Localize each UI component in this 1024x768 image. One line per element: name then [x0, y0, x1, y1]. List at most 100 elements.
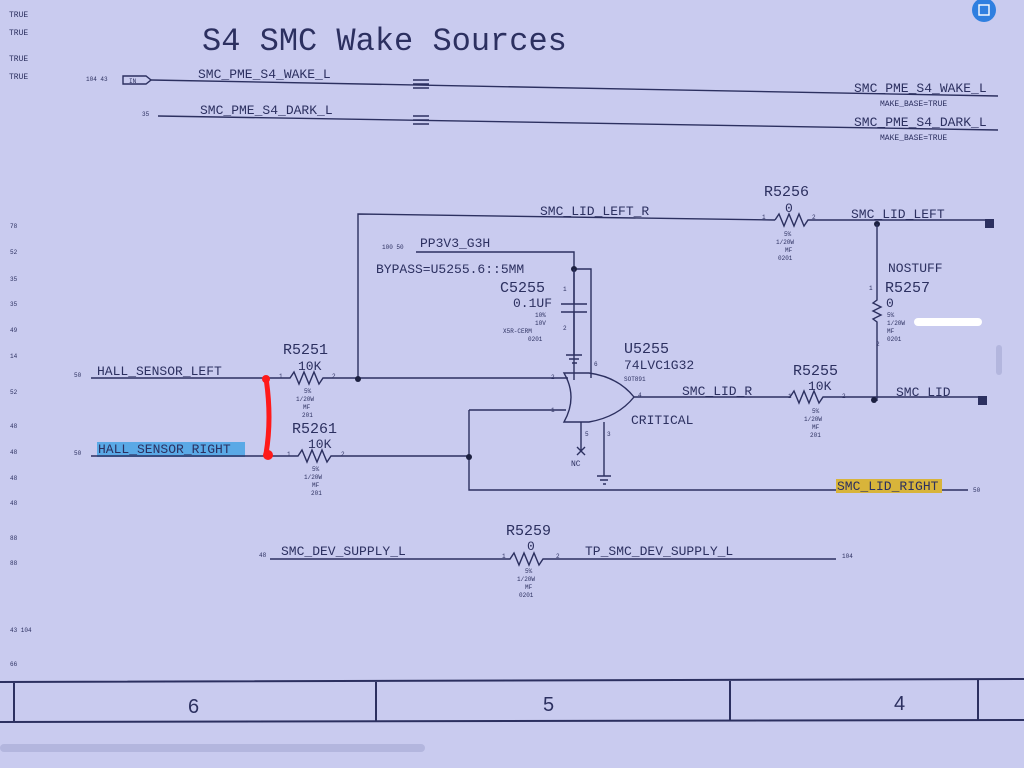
pin: 1 [788, 393, 792, 400]
margin-ref: 88 [10, 535, 18, 542]
offpage-connector-icon [978, 396, 987, 405]
margin-ref: 52 [10, 249, 18, 256]
net-label-wake-right[interactable]: SMC_PME_S4_WAKE_L [854, 81, 987, 96]
junction [871, 397, 877, 403]
spec: MF [303, 404, 311, 411]
component-value: 10K [298, 359, 322, 374]
component-ref[interactable]: R5256 [764, 184, 809, 201]
pin: 2 [876, 341, 880, 348]
pin: 2 [812, 214, 816, 221]
port-label: IN [129, 78, 137, 85]
component-ref[interactable]: U5255 [624, 341, 669, 358]
spec: 1/20W [304, 474, 322, 481]
margin-ref: 14 [10, 353, 18, 360]
bypass-note: BYPASS=U5255.6::5MM [376, 262, 524, 277]
net-ref: 35 [142, 111, 150, 118]
spec: MF [785, 247, 793, 254]
margin-ref: 43 104 [10, 627, 32, 634]
nc-label: NC [571, 460, 581, 469]
bus-break-icon [413, 79, 429, 125]
package: SOT891 [624, 376, 646, 383]
screen-capture-badge-icon[interactable] [972, 0, 996, 22]
text-highlight [97, 442, 245, 457]
net-ref: 48 [259, 552, 267, 559]
component-ref[interactable]: R5255 [793, 363, 838, 380]
pin: 1 [762, 214, 766, 221]
net-label-hall-left[interactable]: HALL_SENSOR_LEFT [97, 364, 222, 379]
vertical-scrollbar[interactable] [996, 345, 1002, 375]
text-highlight [836, 479, 942, 493]
capacitor-icon [561, 269, 587, 364]
margin-ref: 66 [10, 661, 18, 668]
zone-cell: 6 [188, 696, 199, 718]
in-port-icon [122, 75, 153, 85]
flag: TRUE [9, 55, 28, 64]
junction [355, 376, 361, 382]
component-ref[interactable]: R5261 [292, 421, 337, 438]
component-ref[interactable]: R5251 [283, 342, 328, 359]
net-label[interactable]: SMC_LID [896, 385, 951, 400]
junction [466, 454, 472, 460]
margin-ref: 88 [10, 560, 18, 567]
net-label[interactable]: SMC_LID_LEFT [851, 207, 945, 222]
or-gate-icon [562, 372, 635, 423]
net-label-dark[interactable]: SMC_PME_S4_DARK_L [200, 103, 333, 118]
net-label[interactable]: SMC_LID_LEFT_R [540, 204, 649, 219]
spec: 10% [535, 312, 546, 319]
net-ref: 104 [842, 553, 853, 560]
net-attr: MAKE_BASE=TRUE [880, 134, 947, 143]
pin: 4 [638, 392, 642, 399]
net-label-wake[interactable]: SMC_PME_S4_WAKE_L [198, 67, 331, 82]
ground-icon [576, 422, 611, 485]
left-flags: TRUE TRUE TRUE TRUE [9, 11, 28, 82]
zone-cell: 5 [543, 694, 554, 716]
spec: 5% [312, 466, 320, 473]
spec: 1/20W [296, 396, 314, 403]
pin: 1 [287, 451, 291, 458]
pin: 1 [563, 286, 567, 293]
spec: 1/20W [887, 320, 905, 327]
pin: 2 [563, 325, 567, 332]
component-value: 10K [308, 437, 332, 452]
margin-ref: 48 [10, 500, 18, 507]
net-label[interactable]: SMC_DEV_SUPPLY_L [281, 544, 406, 559]
net-ref: 104 43 [86, 76, 108, 83]
component-ref[interactable]: R5259 [506, 523, 551, 540]
pin: 5 [585, 431, 589, 438]
spec: MF [887, 328, 895, 335]
net-wire [357, 213, 776, 379]
part-number: 74LVC1G32 [624, 358, 694, 373]
margin-ref: 35 [10, 276, 18, 283]
net-label-lid-right[interactable]: SMC_LID_RIGHT [837, 479, 939, 494]
pin: 1 [502, 553, 506, 560]
spec: 5% [887, 312, 895, 319]
spec: 1/20W [804, 416, 822, 423]
margin-ref: 48 [10, 423, 18, 430]
component-value: 10K [808, 379, 832, 394]
component-ref[interactable]: R5257 [885, 280, 930, 297]
spec: 201 [302, 412, 313, 419]
spec: 0201 [528, 336, 543, 343]
margin-ref: 78 [10, 223, 18, 230]
component-ref[interactable]: C5255 [500, 280, 545, 297]
spec: 201 [810, 432, 821, 439]
resistor-icon [774, 212, 985, 228]
spec: 0201 [887, 336, 902, 343]
spec: 5% [812, 408, 820, 415]
horizontal-scrollbar[interactable] [0, 744, 425, 752]
net-ref: 50 [74, 450, 82, 457]
net-label[interactable]: TP_SMC_DEV_SUPPLY_L [585, 544, 733, 559]
pin: 3 [607, 431, 611, 438]
net-label[interactable]: PP3V3_G3H [420, 236, 490, 251]
net-label-dark-right[interactable]: SMC_PME_S4_DARK_L [854, 115, 987, 130]
pin: 2 [842, 393, 846, 400]
spec: MF [525, 584, 533, 591]
component-note: NOSTUFF [888, 261, 943, 276]
net-attr: MAKE_BASE=TRUE [880, 100, 947, 109]
screen-glare [914, 318, 982, 326]
margin-ref: 48 [10, 475, 18, 482]
net-label-hall-right[interactable]: HALL_SENSOR_RIGHT [98, 442, 231, 457]
net-label[interactable]: SMC_LID_R [682, 384, 752, 399]
